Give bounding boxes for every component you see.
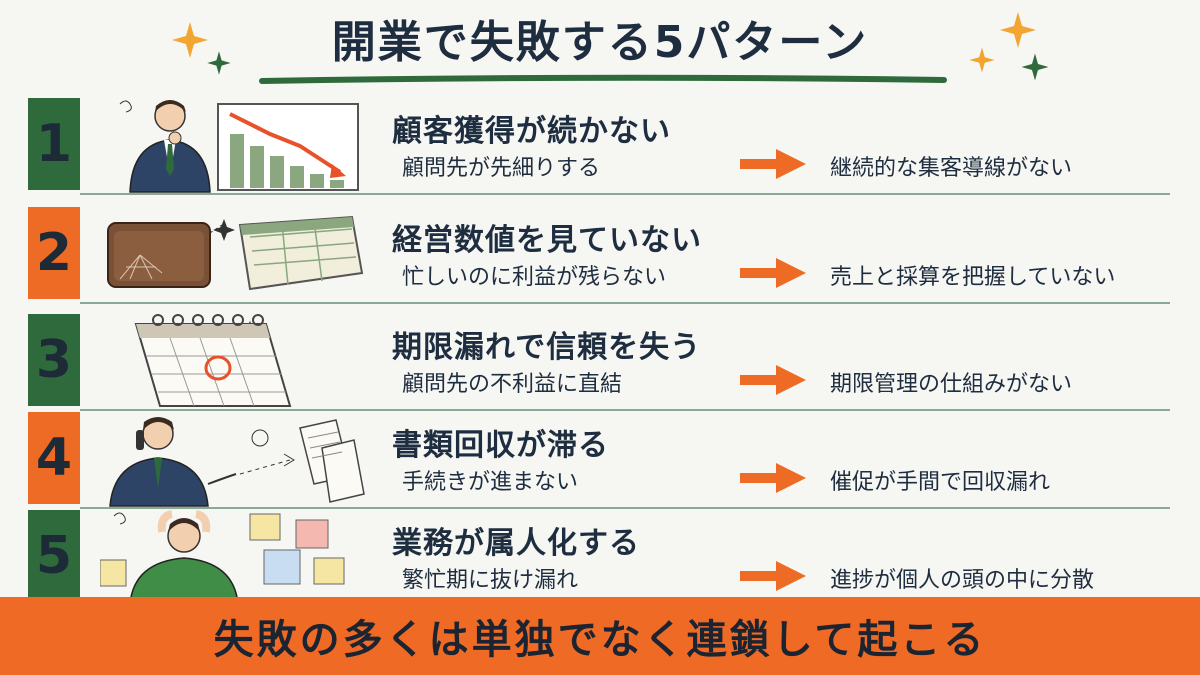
row-divider bbox=[80, 193, 1170, 195]
footer-banner: 失敗の多くは単独でなく連鎖して起こる bbox=[0, 597, 1200, 675]
pattern-heading: 業務が属人化する bbox=[392, 526, 640, 561]
pattern-cause: 催促が手間で回収漏れ bbox=[830, 470, 1051, 495]
arrow-right-icon bbox=[740, 149, 806, 179]
pattern-symptom: 顧問先の不利益に直結 bbox=[402, 372, 623, 397]
empty-wallet-spreadsheet-icon bbox=[107, 215, 364, 291]
arrow-right-icon bbox=[740, 258, 806, 288]
pattern-number-badge: 4 bbox=[28, 412, 80, 504]
sparkle-icon bbox=[1021, 53, 1049, 81]
calendar-circled-date-icon bbox=[134, 314, 292, 407]
man-on-phone-documents-icon bbox=[109, 417, 365, 507]
pattern-heading: 顧客獲得が続かない bbox=[392, 114, 671, 149]
pattern-heading: 経営数値を見ていない bbox=[392, 223, 702, 258]
pattern-heading: 書類回収が滞る bbox=[392, 428, 609, 463]
pattern-symptom: 顧問先が先細りする bbox=[402, 156, 601, 181]
pattern-number-badge: 3 bbox=[28, 314, 80, 406]
arrow-right-icon bbox=[740, 561, 806, 591]
pattern-number-badge: 1 bbox=[28, 98, 80, 190]
sparkle-icon bbox=[207, 51, 231, 75]
pattern-symptom: 手続きが進まない bbox=[402, 470, 579, 495]
pattern-row-4: 4 書類回収が滞る 手続きが進まない 催促が手間で回収漏れ bbox=[0, 406, 1200, 509]
pattern-row-5: 5 業務が属人化する 繁忙期に抜け漏れ 進捗が個人の頭の中に分散 bbox=[0, 504, 1200, 607]
title-area: 開業で失敗する5パターン bbox=[0, 0, 1200, 92]
worried-man-declining-chart-icon bbox=[119, 100, 359, 193]
pattern-number-badge: 2 bbox=[28, 207, 80, 299]
sparkle-icon bbox=[1000, 12, 1036, 48]
title-underline bbox=[259, 74, 947, 84]
row-divider bbox=[80, 409, 1170, 411]
row-divider bbox=[80, 507, 1170, 509]
pattern-heading: 期限漏れで信頼を失う bbox=[392, 330, 702, 365]
page-title: 開業で失敗する5パターン bbox=[331, 17, 869, 68]
pattern-cause: 期限管理の仕組みがない bbox=[830, 372, 1073, 397]
footer-text: 失敗の多くは単独でなく連鎖して起こる bbox=[213, 617, 987, 663]
sparkle-icon bbox=[969, 47, 995, 73]
pattern-row-1: 1 顧客獲得が続かない 顧問先が先細りする 継続的な集客導線がない bbox=[0, 92, 1200, 195]
pattern-symptom: 忙しいのに利益が残らない bbox=[402, 265, 667, 290]
sparkle-icon bbox=[172, 22, 208, 58]
pattern-row-2: 2 経営数値を見ていない 忙しいのに利益が残らない 売上と採算を把握していない bbox=[0, 201, 1200, 304]
pattern-row-3: 3 期限漏れで信頼を失う 顧問先の不利益に直結 期限管理の仕組みがない bbox=[0, 308, 1200, 411]
pattern-cause: 売上と採算を把握していない bbox=[830, 265, 1116, 290]
arrow-right-icon bbox=[740, 463, 806, 493]
arrow-right-icon bbox=[740, 365, 806, 395]
stressed-man-sticky-notes-icon bbox=[100, 510, 345, 605]
pattern-number-badge: 5 bbox=[28, 510, 80, 602]
pattern-cause: 進捗が個人の頭の中に分散 bbox=[830, 568, 1095, 593]
row-divider bbox=[80, 302, 1170, 304]
pattern-cause: 継続的な集客導線がない bbox=[830, 156, 1073, 181]
pattern-symptom: 繁忙期に抜け漏れ bbox=[402, 568, 579, 593]
